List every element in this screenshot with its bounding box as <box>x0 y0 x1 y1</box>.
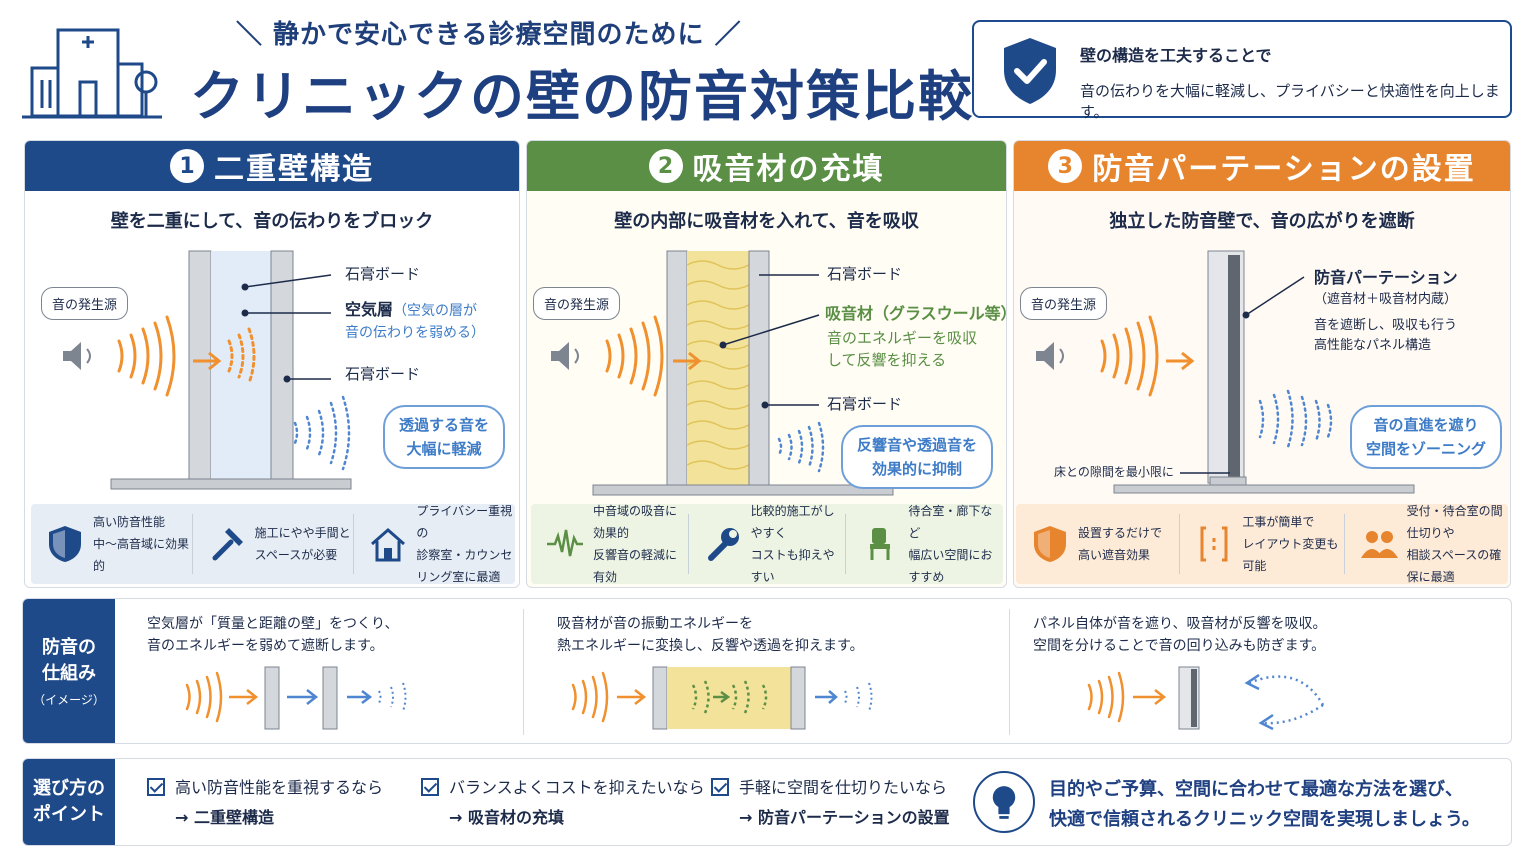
sound-source-bubble: 音の発生源 <box>533 287 621 320</box>
label-air-layer-note: 音の伝わりを弱める） <box>345 325 485 341</box>
label-partition-note-1: 音を遮断し、吸収も行う <box>1314 318 1458 333</box>
feature-item: 高い防音性能中〜高音域に効果的 <box>31 514 193 574</box>
summary-line-2: 音の伝わりを大幅に軽減し、プライバシーと快適性を向上します。 <box>1080 82 1500 121</box>
point-item-2: バランスよくコストを抑えたいなら → 吸音材の充填 <box>421 773 705 833</box>
label-absorber-note-1: 音のエネルギーを吸収 <box>827 329 978 347</box>
card-description: 壁を二重にして、音の伝わりをブロック <box>110 211 434 232</box>
label-air-layer: 空気層（空気の層が <box>345 300 478 319</box>
page-title: クリニックの壁の防音対策比較 <box>190 65 974 128</box>
absorption-wall-diagram <box>551 250 894 496</box>
card-title: 吸音材の充填 <box>692 152 885 187</box>
label-partition: 防音パーテーション <box>1314 268 1458 287</box>
feature-item: 待合室・廊下など幅広い空間におすすめ <box>846 504 1003 584</box>
label-absorber: 吸音材（グラスウール等） <box>825 304 1007 323</box>
checkbox-icon <box>711 778 729 796</box>
partition-diagram <box>1036 250 1415 494</box>
selection-points-section: 選び方のポイント 高い防音性能を重視するなら → 二重壁構造 バランスよくコスト… <box>22 758 1512 846</box>
card-header: 2 吸音材の充填 <box>527 141 1006 191</box>
label-gypsum-board-top: 石膏ボード <box>827 265 903 283</box>
mechanism-icon-partition <box>1087 666 1325 731</box>
label-absorber-note-2: して反響を抑える <box>827 351 947 369</box>
conclusion-text: 目的やご予算、空間に合わせて最適な方法を選び、快適で信頼されるクリニック空間を実… <box>1049 779 1480 830</box>
effect-pill: 反響音や透過音を効果的に抑制 <box>841 425 994 489</box>
speaker-icon <box>63 342 91 370</box>
card-header: 1 二重壁構造 <box>25 141 519 191</box>
chair-icon <box>870 528 891 560</box>
summary-box: 壁の構造を工夫することで 音の伝わりを大幅に軽減し、プライバシーと快適性を向上し… <box>972 20 1512 121</box>
shield-icon <box>1034 526 1066 562</box>
mechanism-text-2: 吸音材が音の振動エネルギーを熱エネルギーに変換し、反響や透過を抑えます。 <box>557 616 864 654</box>
sound-source-bubble: 音の発生源 <box>1020 287 1108 320</box>
page-subtitle: ＼ 静かで安心できる診療空間のために ／ <box>236 20 742 50</box>
card-title: 二重壁構造 <box>214 152 374 187</box>
lightbulb-icon <box>973 771 1035 833</box>
feature-strip: 設置するだけで高い遮音効果 工事が簡単でレイアウト変更も可能 受付・待合室の間仕… <box>1016 504 1508 584</box>
card-number: 3 <box>1048 149 1083 183</box>
feature-item: 受付・待合室の間仕切りや相談スペースの確保に最適 <box>1345 504 1508 584</box>
speaker-icon <box>1036 342 1064 370</box>
shield-check-icon <box>1004 38 1056 104</box>
effect-pill: 音の直進を遮り空間をゾーニング <box>1350 405 1503 469</box>
label-partition-spec: （遮音材＋吸音材内蔵） <box>1314 292 1458 307</box>
feature-item: プライバシー重視の診察室・カウンセリング室に最適 <box>354 504 515 584</box>
feature-item: 比較的施工がしやすくコストも抑えやすい <box>689 504 847 584</box>
summary-line-1: 壁の構造を工夫することで <box>1080 46 1272 65</box>
label-floor-gap: 床との隙間を最小限に <box>1054 465 1174 479</box>
feature-strip: 高い防音性能中〜高音域に効果的 施工にやや手間とスペースが必要 プライバシー重視… <box>31 504 515 584</box>
mechanism-text-3: パネル自体が音を遮り、吸音材が反響を吸収。空間を分けることで音の回り込みも防ぎま… <box>1033 616 1327 654</box>
clinic-building-icon <box>22 28 162 119</box>
mechanism-label: 防音の仕組み （イメージ） <box>23 599 115 743</box>
card-header: 3 防音パーテーションの設置 <box>1014 141 1510 191</box>
checkbox-icon <box>147 778 165 796</box>
checkbox-icon <box>421 778 439 796</box>
card-description: 独立した防音壁で、音の広がりを遮断 <box>1109 211 1415 232</box>
wave-icon <box>547 529 583 557</box>
label-gypsum-board-top: 石膏ボード <box>345 265 421 283</box>
feature-item: 中音域の吸音に効果的反響音の軽減に有効 <box>531 504 689 584</box>
method-card-partition: 3 防音パーテーションの設置 独立した防音壁で、音の広がりを遮断 音の発生源 防音… <box>1013 140 1511 588</box>
card-number: 2 <box>648 149 683 183</box>
point-item-1: 高い防音性能を重視するなら → 二重壁構造 <box>147 773 383 833</box>
mechanism-text-1: 空気層が「質量と距離の壁」をつくり、音のエネルギーを弱めて遮断します。 <box>147 616 399 654</box>
house-icon <box>371 528 406 562</box>
feature-item: 工事が簡単でレイアウト変更も可能 <box>1180 514 1345 574</box>
people-icon <box>1360 531 1398 558</box>
method-card-double-wall: 1 二重壁構造 壁を二重にして、音の伝わりをブロック 音の発生源 石膏ボード 空気… <box>24 140 520 588</box>
door-icon <box>1200 526 1228 562</box>
mechanism-section: 防音の仕組み （イメージ） 空気層が「質量と距離の壁」をつくり、音のエネルギーを… <box>22 598 1512 744</box>
card-number: 1 <box>170 149 204 183</box>
effect-pill: 透過する音を大幅に軽減 <box>383 405 506 469</box>
method-card-absorption: 2 吸音材の充填 壁の内部に吸音材を入れて、音を吸収 音の発生源 石膏ボード 吸音… <box>526 140 1007 588</box>
double-wall-diagram <box>63 250 352 490</box>
point-item-3: 手軽に空間を仕切りたいなら → 防音パーテーションの設置 <box>711 773 950 833</box>
label-gypsum-board-bottom: 石膏ボード <box>345 365 421 383</box>
card-description: 壁の内部に吸音材を入れて、音を吸収 <box>614 211 919 232</box>
hammer-icon <box>212 528 243 561</box>
card-title: 防音パーテーションの設置 <box>1092 152 1476 187</box>
label-gypsum-board-bottom: 石膏ボード <box>827 395 903 413</box>
mechanism-icon-double-wall <box>185 666 407 730</box>
wrench-icon <box>707 528 739 561</box>
mechanism-icon-absorption <box>571 666 873 730</box>
feature-item: 設置するだけで高い遮音効果 <box>1016 514 1181 574</box>
points-label: 選び方のポイント <box>23 759 115 845</box>
feature-item: 施工にやや手間とスペースが必要 <box>193 514 355 574</box>
sound-source-bubble: 音の発生源 <box>41 287 129 320</box>
label-partition-note-2: 高性能なパネル構造 <box>1314 338 1432 353</box>
feature-strip: 中音域の吸音に効果的反響音の軽減に有効 比較的施工がしやすくコストも抑えやすい … <box>531 504 1003 584</box>
shield-icon <box>49 526 81 562</box>
speaker-icon <box>551 342 579 370</box>
